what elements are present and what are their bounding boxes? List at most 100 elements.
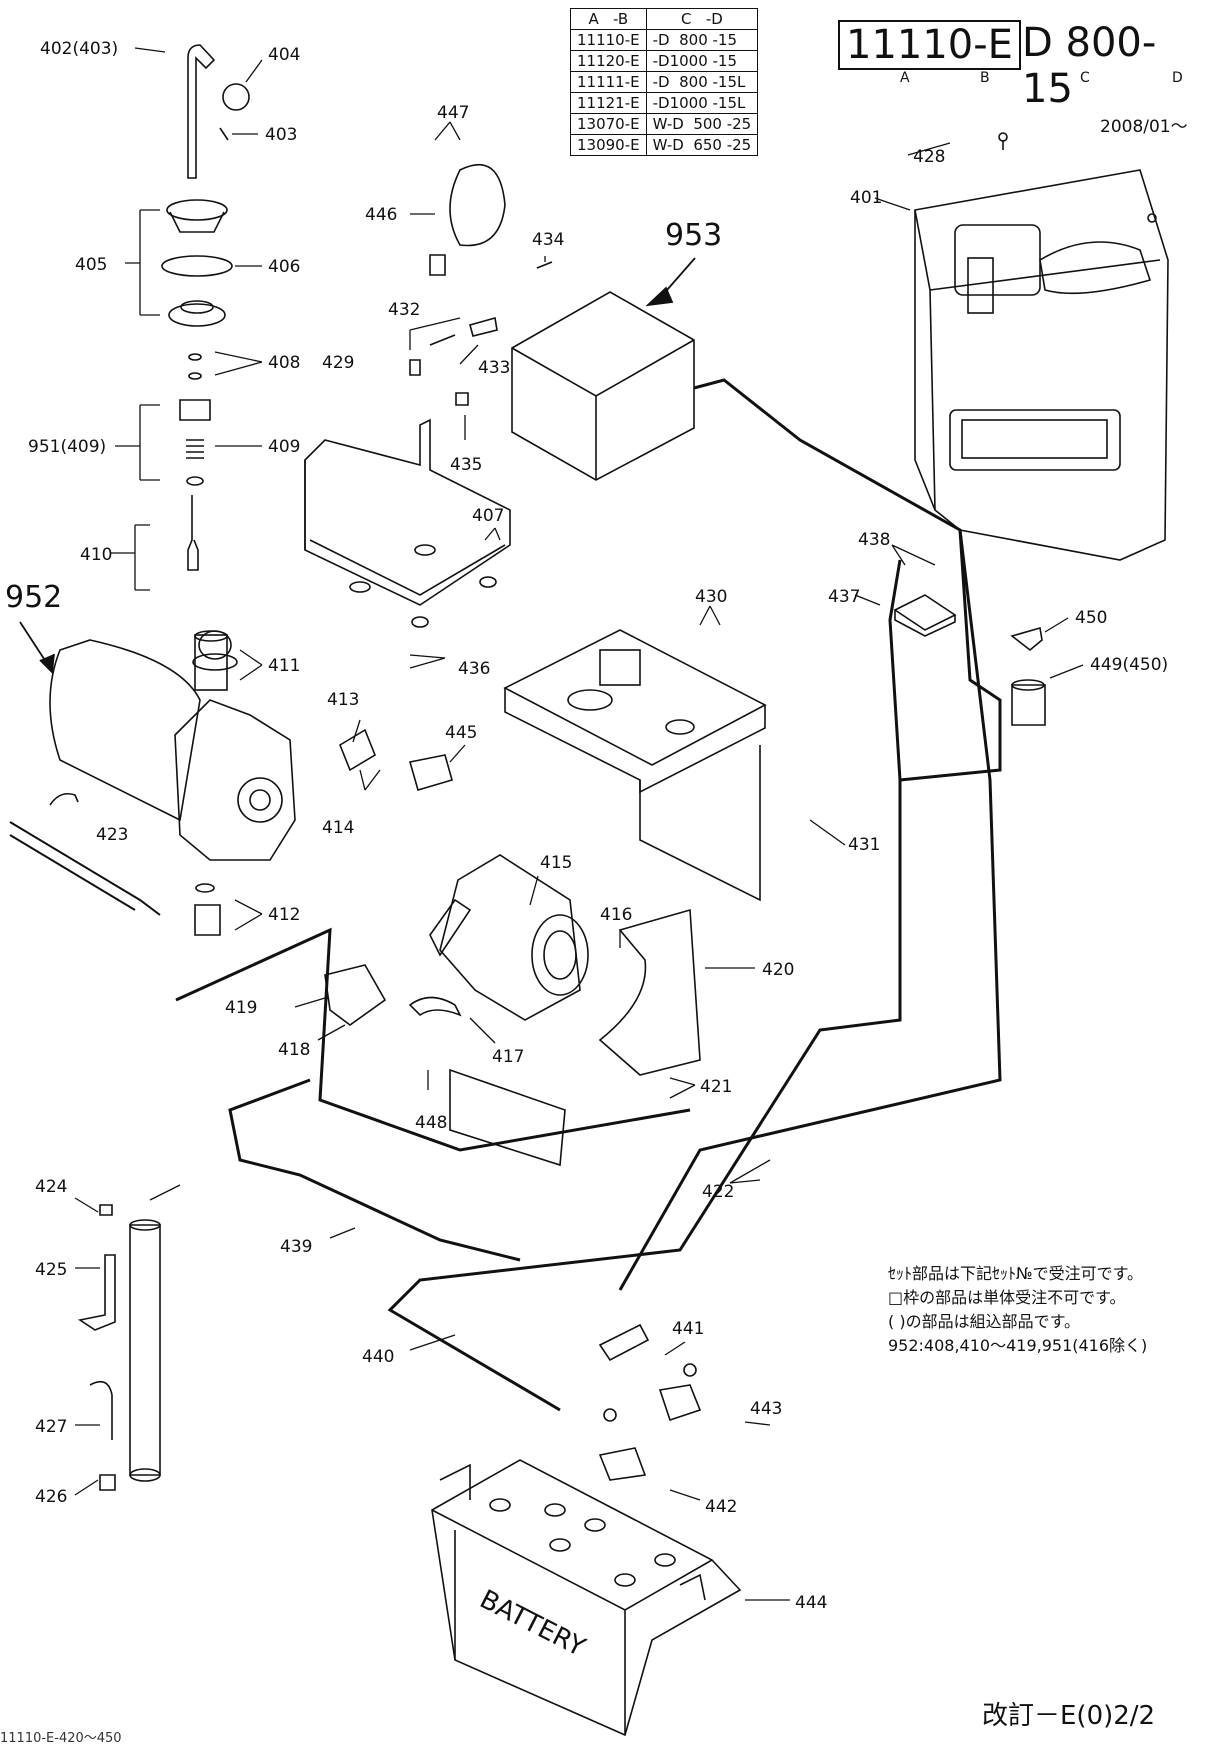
callout-437: 437 bbox=[828, 587, 860, 607]
fitting-423 bbox=[49, 792, 79, 806]
terminal-441 bbox=[598, 1323, 650, 1362]
model-table-cell: 11111-E bbox=[570, 71, 647, 93]
model-table-cell: 11110-E bbox=[570, 29, 647, 51]
callout-405: 405 bbox=[75, 255, 107, 275]
callout-417: 417 bbox=[492, 1047, 524, 1067]
callout-446: 446 bbox=[365, 205, 397, 225]
model-table-header: A -B C -D bbox=[570, 8, 759, 30]
callout-430: 430 bbox=[695, 587, 727, 607]
valve-body bbox=[179, 399, 211, 421]
model-table-cell: -D1000 -15L bbox=[645, 92, 759, 114]
callout-426: 426 bbox=[35, 1487, 67, 1507]
callout-448: 448 bbox=[415, 1113, 447, 1133]
control-box bbox=[511, 291, 695, 481]
cable-417 bbox=[408, 996, 462, 1017]
callout-442: 442 bbox=[705, 1497, 737, 1517]
model-table-cell: 13070-E bbox=[570, 113, 647, 135]
stem-410 bbox=[187, 495, 199, 571]
callout-441: 441 bbox=[672, 1319, 704, 1339]
battery-label: BATTERY bbox=[475, 1585, 590, 1663]
title-letter-b: B bbox=[980, 70, 990, 86]
callout-450: 450 bbox=[1075, 608, 1107, 628]
callout-423: 423 bbox=[96, 825, 128, 845]
callout-428: 428 bbox=[913, 147, 945, 167]
callout-412: 412 bbox=[268, 905, 300, 925]
pipe-tube bbox=[129, 1224, 161, 1476]
fitting-426 bbox=[99, 1474, 116, 1491]
hose-423 bbox=[9, 821, 161, 916]
indicator-435 bbox=[455, 392, 469, 406]
model-code-box: 11110-E bbox=[838, 20, 1021, 70]
callout-404: 404 bbox=[268, 45, 300, 65]
pipe-425 bbox=[77, 1254, 116, 1331]
callout-953: 953 bbox=[665, 218, 722, 253]
battery bbox=[431, 1459, 742, 1737]
washer-406 bbox=[161, 255, 233, 277]
callout-425: 425 bbox=[35, 1260, 67, 1280]
set-arrows bbox=[19, 257, 696, 674]
callout-427: 427 bbox=[35, 1417, 67, 1437]
callout-408: 408 bbox=[268, 353, 300, 373]
callout-440: 440 bbox=[362, 1347, 394, 1367]
model-table-row: 11120-E -D1000 -15 bbox=[570, 50, 759, 72]
switch-433 bbox=[469, 316, 498, 337]
bracket-tray bbox=[304, 418, 511, 628]
model-table-cell: W-D 500 -25 bbox=[645, 113, 759, 135]
model-table-row: 11121-E -D1000 -15L bbox=[570, 92, 759, 114]
callout-421: 421 bbox=[700, 1077, 732, 1097]
model-table-row: 11110-E -D 800 -15 bbox=[570, 29, 759, 51]
bracket-413 bbox=[339, 728, 376, 772]
callout-433: 433 bbox=[478, 358, 510, 378]
callout-952: 952 bbox=[5, 580, 62, 615]
ball-404 bbox=[222, 83, 250, 111]
callout-411: 411 bbox=[268, 656, 300, 676]
housing-cover bbox=[914, 169, 1169, 561]
callout-444: 444 bbox=[795, 1593, 827, 1613]
callout-416: 416 bbox=[600, 905, 632, 925]
model-table-cell: 13090-E bbox=[570, 134, 647, 156]
elbow-412 bbox=[194, 904, 221, 936]
callout-419: 419 bbox=[225, 998, 257, 1018]
pump-assembly bbox=[49, 630, 296, 861]
callout-422: 422 bbox=[702, 1182, 734, 1202]
callout-438: 438 bbox=[858, 530, 890, 550]
note-line: □枠の部品は単体受注不可です。 bbox=[888, 1288, 1126, 1307]
note-line: ｾｯﾄ部品は下記ｾｯﾄ№で受注可です。 bbox=[888, 1264, 1144, 1283]
revision-mark: 改訂－E(0)2/2 bbox=[982, 1701, 1156, 1731]
callout-406: 406 bbox=[268, 257, 300, 277]
model-table-cell: 11121-E bbox=[570, 92, 647, 114]
callout-435: 435 bbox=[450, 455, 482, 475]
callout-951: 951(409) bbox=[28, 437, 106, 457]
callout-436: 436 bbox=[458, 659, 490, 679]
cap-405 bbox=[166, 199, 228, 221]
revision-date: 2008/01〜 bbox=[1100, 117, 1188, 137]
pipe-402 bbox=[187, 44, 216, 179]
screw-head bbox=[1147, 213, 1157, 223]
model-table-cell: W-D 650 -25 bbox=[645, 134, 759, 156]
callout-439: 439 bbox=[280, 1237, 312, 1257]
nut-408 bbox=[188, 353, 202, 361]
terminal-442 bbox=[598, 1447, 647, 1481]
model-table-cell: -D 800 -15 bbox=[645, 29, 759, 51]
cover-448 bbox=[449, 1068, 566, 1167]
callout-407: 407 bbox=[472, 506, 504, 526]
callout-403: 403 bbox=[265, 125, 297, 145]
terminal-443 bbox=[658, 1384, 702, 1422]
nut-407 bbox=[168, 303, 226, 327]
pin-403 bbox=[219, 127, 229, 141]
model-table-row: 11111-E -D 800 -15L bbox=[570, 71, 759, 93]
model-table: A -B C -D 11110-E -D 800 -15 11120-E -D1… bbox=[570, 8, 759, 156]
page-code: 11110-E-420～450 bbox=[0, 1731, 122, 1746]
switch-449 bbox=[1011, 684, 1046, 726]
model-table-row: 13070-E W-D 500 -25 bbox=[570, 113, 759, 135]
pipe-427 bbox=[89, 1380, 113, 1440]
mounting-plate bbox=[503, 629, 767, 902]
callout-424: 424 bbox=[35, 1177, 67, 1197]
screw-head bbox=[998, 132, 1008, 142]
solenoid-418 bbox=[324, 964, 387, 1026]
callout-402: 402(403) bbox=[40, 39, 118, 59]
callout-413: 413 bbox=[327, 690, 359, 710]
wire-harness bbox=[175, 378, 1002, 1412]
callout-409: 409 bbox=[268, 437, 300, 457]
